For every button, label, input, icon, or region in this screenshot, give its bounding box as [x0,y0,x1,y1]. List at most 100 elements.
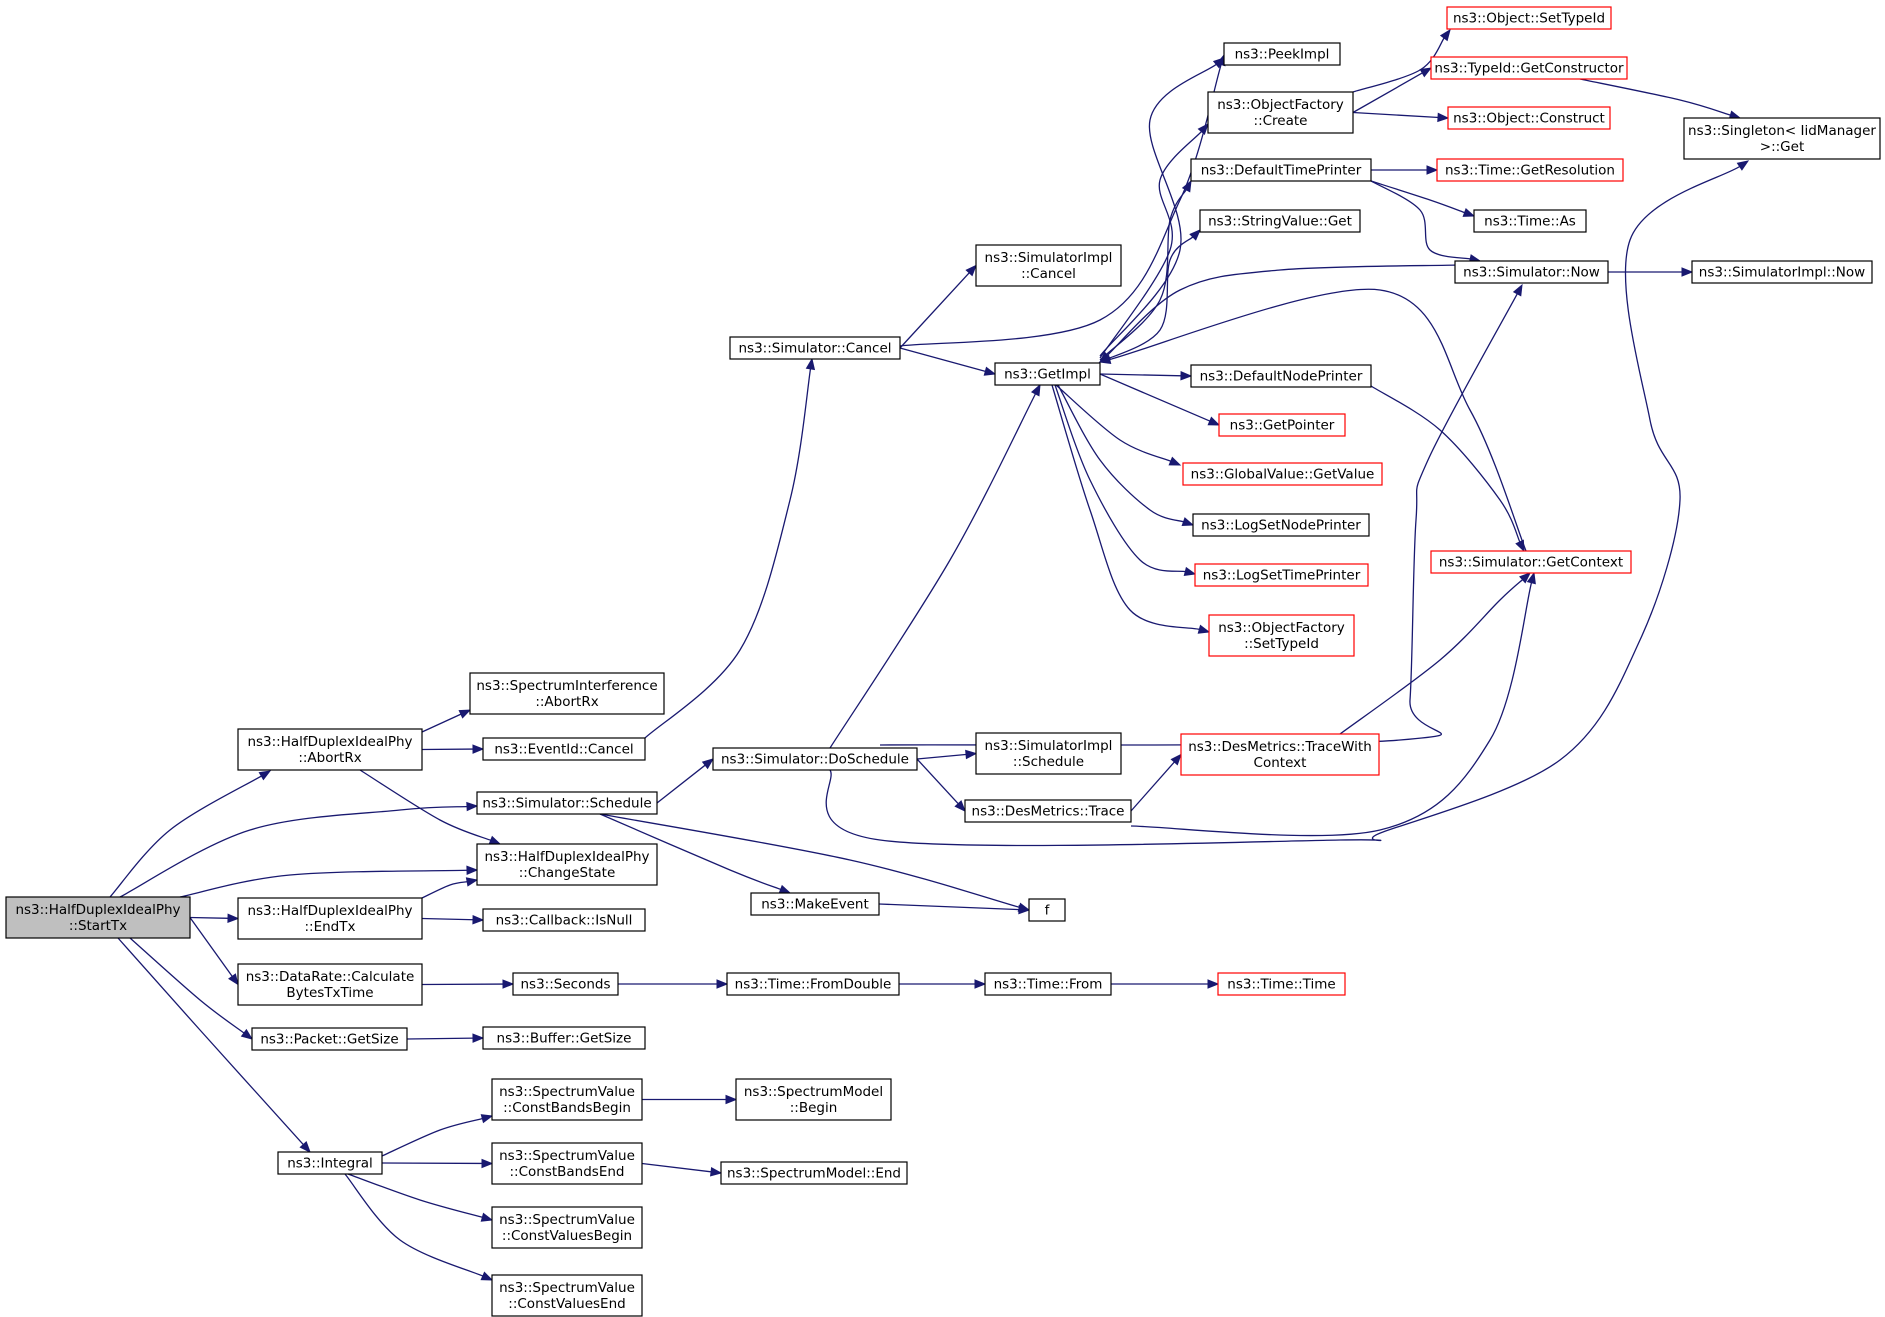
node-label: ::ChangeState [519,865,616,881]
node-box [1430,56,1628,80]
node-ofcreate[interactable]: ns3::ObjectFactory::Create [1207,91,1354,134]
node-logsetnodeprinter[interactable]: ns3::LogSetNodePrinter [1192,513,1370,537]
node-desmetricstrace[interactable]: ns3::DesMetrics::Trace [964,799,1132,823]
node-box [720,1161,908,1185]
arrowhead [1197,624,1211,634]
node-smbegin[interactable]: ns3::SpectrumModel::Begin [735,1078,892,1121]
arrowhead [954,800,966,812]
node-smend[interactable]: ns3::SpectrumModel::End [720,1161,908,1185]
node-label: ns3::Packet::GetSize [260,1032,398,1048]
node-buffergetsize[interactable]: ns3::Buffer::GetSize [482,1026,646,1050]
edge-svcbe-to-smend [641,1162,723,1177]
node-label: ns3::Time::FromDouble [735,977,892,993]
node-svcbe[interactable]: ns3::SpectrumValue::ConstBandsEnd [491,1142,643,1185]
edge-getimpl-to-ofsettypeid [1051,384,1211,634]
node-simnow[interactable]: ns3::Simulator::Now [1454,260,1609,284]
node-box [994,362,1101,386]
node-peekimpl[interactable]: ns3::PeekImpl [1223,42,1341,66]
node-abortrx[interactable]: ns3::HalfDuplexIdealPhy::AbortRx [237,728,423,771]
edge-starttx-to-abortrx [109,770,272,898]
edges-layer [109,28,1750,1281]
node-label: ns3::GetImpl [1004,367,1091,383]
node-timeas[interactable]: ns3::Time::As [1473,209,1587,233]
arrowhead [466,865,479,876]
node-changestate[interactable]: ns3::HalfDuplexIdealPhy::ChangeState [476,843,658,886]
node-box [1691,260,1873,284]
node-label: ns3::Singleton< IidManager [1688,123,1876,139]
node-svcve[interactable]: ns3::SpectrumValue::ConstValuesEnd [491,1274,643,1317]
node-objsettypeid[interactable]: ns3::Object::SetTypeId [1446,6,1612,30]
node-logsettimeprinter[interactable]: ns3::LogSetTimePrinter [1194,563,1369,587]
node-label: ns3::GlobalValue::GetValue [1191,467,1375,483]
edge-makeevent-to-f [878,903,1031,915]
node-box [1207,91,1354,134]
node-ofsettypeid[interactable]: ns3::ObjectFactory::SetTypeId [1208,614,1355,657]
node-objconstruct[interactable]: ns3::Object::Construct [1447,106,1611,130]
node-getimpl[interactable]: ns3::GetImpl [994,362,1101,386]
arrowhead [480,1271,494,1281]
node-integral[interactable]: ns3::Integral [277,1151,383,1175]
node-siabortrx[interactable]: ns3::SpectrumInterference::AbortRx [469,672,665,715]
node-label: ns3::StringValue::Get [1208,214,1352,230]
node-deftimeprinter[interactable]: ns3::DefaultTimePrinter [1190,158,1372,182]
node-box [512,972,619,996]
arrowhead [465,877,479,887]
arrowhead [458,709,472,719]
node-timefrom[interactable]: ns3::Time::From [984,972,1112,996]
node-label: ns3::GetPointer [1230,418,1335,434]
node-f[interactable]: f [1028,898,1066,922]
node-svcbb[interactable]: ns3::SpectrumValue::ConstBandsBegin [491,1078,643,1121]
node-singletonget[interactable]: ns3::Singleton< IidManager>::Get [1683,117,1881,160]
node-timefromdouble[interactable]: ns3::Time::FromDouble [726,972,900,996]
node-label: ::EndTx [305,919,356,935]
node-label: ::Begin [790,1100,838,1116]
node-label: ns3::Simulator::GetContext [1439,555,1623,571]
arrowhead [1512,283,1523,297]
node-simimplschedule[interactable]: ns3::SimulatorImpl::Schedule [975,732,1122,775]
node-box [729,336,901,360]
node-simdoschedule[interactable]: ns3::Simulator::DoSchedule [712,747,918,771]
node-timetime[interactable]: ns3::Time::Time [1217,972,1346,996]
edge-simschedule-to-simdoschedule [656,758,715,804]
arrowhead [1018,904,1031,915]
edge-desmetricstrace-to-simgetcontext [1130,571,1536,837]
edge-getimpl-to-logsetnodeprinter [1057,384,1195,527]
node-simimplnow[interactable]: ns3::SimulatorImpl::Now [1691,260,1873,284]
node-defnodeprinter[interactable]: ns3::DefaultNodePrinter [1190,364,1372,388]
arrowhead [1212,57,1226,69]
node-simcancel[interactable]: ns3::Simulator::Cancel [729,336,901,360]
node-callbackisnull[interactable]: ns3::Callback::IsNull [482,908,646,932]
edge-calcbytes-to-seconds [421,979,515,989]
node-box [1028,898,1066,922]
arrowhead [1197,122,1209,136]
arrowhead [1426,165,1439,175]
node-typeidgetctor[interactable]: ns3::TypeId::GetConstructor [1430,56,1628,80]
node-box [476,791,658,815]
node-eventidcancel[interactable]: ns3::EventId::Cancel [482,737,646,761]
node-seconds[interactable]: ns3::Seconds [512,972,619,996]
node-label: ns3::Object::SetTypeId [1453,11,1605,27]
node-box [1430,550,1632,574]
arrowhead [716,979,729,989]
node-gvgetvalue[interactable]: ns3::GlobalValue::GetValue [1182,462,1383,486]
node-label: ns3::Simulator::DoSchedule [721,752,909,768]
node-box [1446,6,1612,30]
node-stringvalueget[interactable]: ns3::StringValue::Get [1199,209,1361,233]
node-simschedule[interactable]: ns3::Simulator::Schedule [476,791,658,815]
node-makeevent[interactable]: ns3::MakeEvent [750,892,880,916]
node-packetgetsize[interactable]: ns3::Packet::GetSize [251,1027,408,1051]
node-simgetcontext[interactable]: ns3::Simulator::GetContext [1430,550,1632,574]
node-getpointer[interactable]: ns3::GetPointer [1218,413,1346,437]
node-box [1217,972,1346,996]
node-timegetres[interactable]: ns3::Time::GetResolution [1436,158,1624,182]
edge-simdoschedule-to-simimplschedule [916,749,978,760]
node-svcvb[interactable]: ns3::SpectrumValue::ConstValuesBegin [491,1206,643,1249]
node-simimplcancel[interactable]: ns3::SimulatorImpl::Cancel [975,244,1122,287]
node-endtx[interactable]: ns3::HalfDuplexIdealPhy::EndTx [237,897,423,940]
arrowhead [1170,753,1182,766]
arrowhead [488,835,502,845]
node-box [482,737,646,761]
node-label: ns3::DefaultNodePrinter [1200,369,1363,385]
